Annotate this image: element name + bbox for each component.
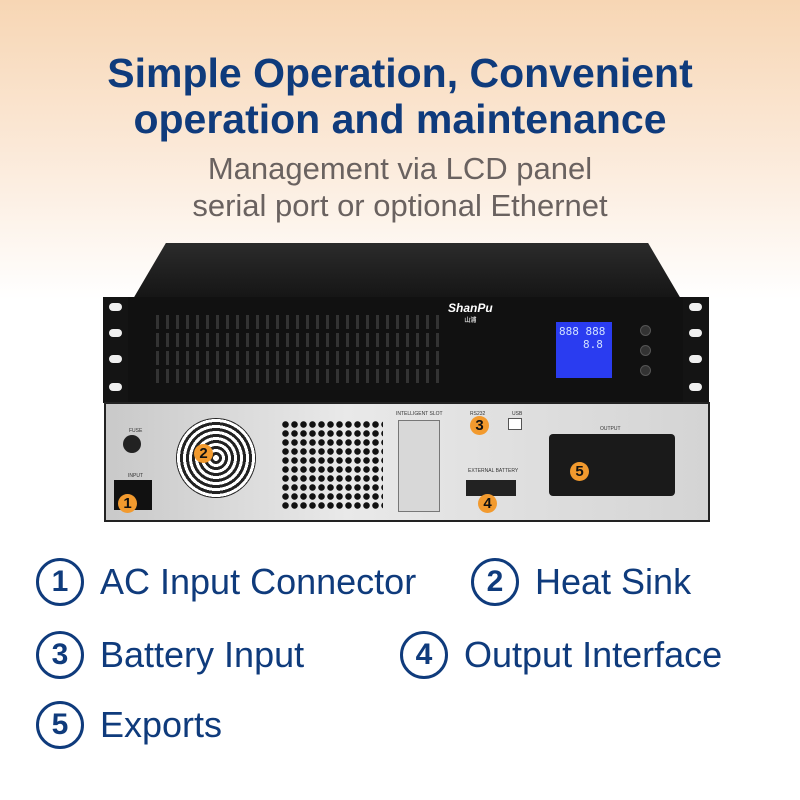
input-label: INPUT <box>128 473 143 479</box>
heat-sink-grille <box>281 420 383 510</box>
marker-1: 1 <box>118 494 137 513</box>
legend-label: Heat Sink <box>535 561 692 602</box>
output-label: OUTPUT <box>600 426 621 432</box>
legend-item-4: 4 Output Interface <box>400 631 722 679</box>
marker-3: 3 <box>470 416 489 435</box>
fuse-label: FUSE <box>129 428 143 434</box>
number-badge: 1 <box>36 558 84 606</box>
number-badge: 3 <box>36 631 84 679</box>
legend-item-1: 1 AC Input Connector <box>36 558 416 606</box>
rs232-label: RS232 <box>470 411 486 417</box>
rack-ear-right <box>683 297 709 403</box>
battery-label: EXTERNAL BATTERY <box>468 468 519 474</box>
test-button[interactable] <box>640 345 651 356</box>
legend-label: Exports <box>100 704 223 745</box>
subtitle-line1: Management via LCD panel <box>207 151 593 186</box>
output-socket <box>549 434 675 496</box>
marker-4: 4 <box>478 494 497 513</box>
select-button[interactable] <box>640 365 651 376</box>
legend-label: Output Interface <box>464 634 723 675</box>
marker-5: 5 <box>570 462 589 481</box>
slot-label: INTELLIGENT SLOT <box>396 411 443 417</box>
marker-2: 2 <box>194 444 213 463</box>
headline-line2: operation and maintenance <box>133 96 667 142</box>
usb-label: USB <box>512 411 523 417</box>
legend-item-2: 2 Heat Sink <box>471 558 691 606</box>
number-badge: 4 <box>400 631 448 679</box>
legend-label: Battery Input <box>100 634 305 675</box>
legend-item-5: 5 Exports <box>36 701 222 749</box>
on-button[interactable] <box>640 325 651 336</box>
fan-grille <box>176 418 256 498</box>
legend-item-3: 3 Battery Input <box>36 631 304 679</box>
usb-port <box>508 418 522 430</box>
number-badge: 2 <box>471 558 519 606</box>
rack-ear-left <box>103 297 129 403</box>
headline-line1: Simple Operation, Convenient <box>107 50 693 96</box>
number-badge: 5 <box>36 701 84 749</box>
intelligent-slot <box>398 420 440 512</box>
subtitle-line2: serial port or optional Ethernet <box>192 188 608 223</box>
fuse-knob <box>123 435 141 453</box>
legend-label: AC Input Connector <box>100 561 417 602</box>
front-vents <box>156 315 446 387</box>
battery-connector <box>466 480 516 496</box>
device-top-cover <box>133 243 681 299</box>
rear-panel: FUSE INPUT INTELLIGENT SLOT RS232 USB EX… <box>104 402 710 522</box>
